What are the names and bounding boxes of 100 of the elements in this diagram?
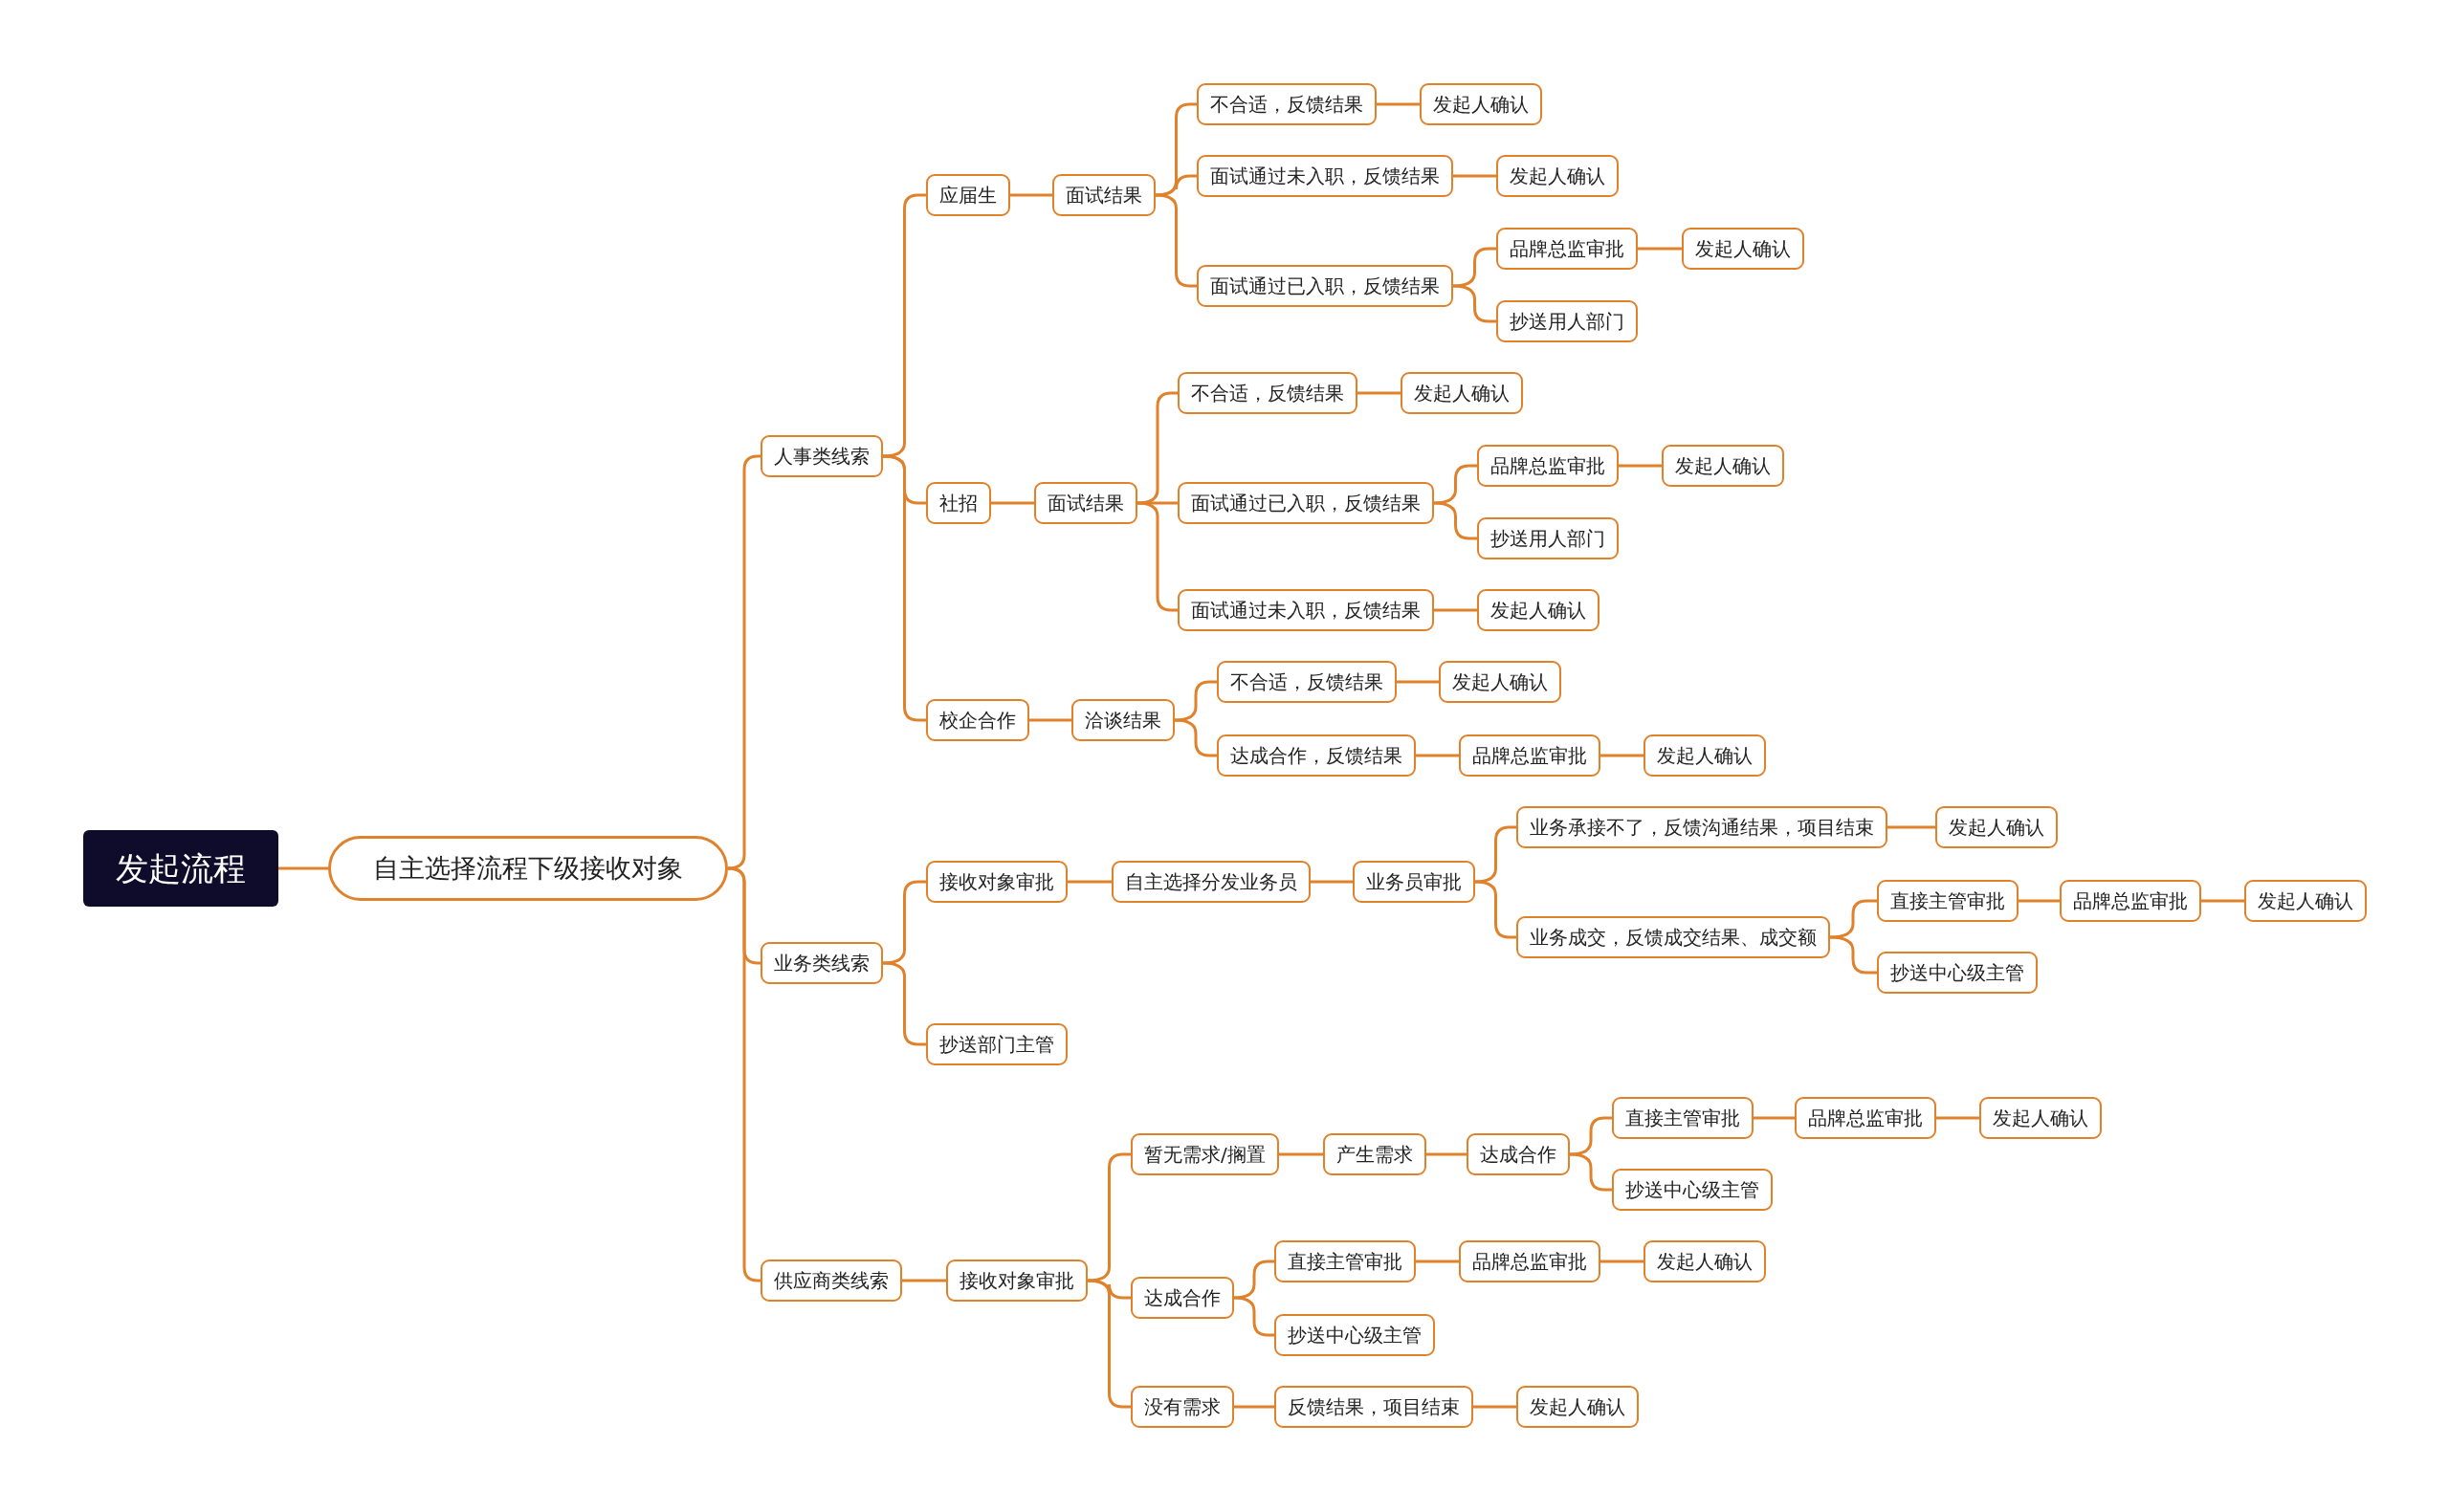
connector-line — [1068, 880, 1112, 884]
topic-box: 不合适，反馈结果 — [1216, 661, 1397, 704]
connector-line — [1087, 1152, 1131, 1282]
connector-line — [882, 193, 926, 458]
topic-box: 面试通过已入职，反馈结果 — [1178, 481, 1434, 524]
connector-line — [1453, 174, 1496, 178]
connector-line — [2019, 899, 2060, 903]
connector-line — [1416, 1260, 1459, 1263]
connector-line — [1829, 935, 1877, 975]
topic-box: 发起人确认 — [1438, 661, 1561, 704]
topic-box: 抄送部门主管 — [926, 1023, 1069, 1066]
connector-line — [1357, 391, 1401, 395]
topic-box: 洽谈结果 — [1071, 698, 1175, 741]
topic-box: 发起人确认 — [2244, 880, 2368, 923]
connector-line — [1887, 825, 1935, 829]
connector-line — [1233, 1296, 1274, 1337]
connector-line — [1087, 1279, 1131, 1409]
topic-box: 业务类线索 — [761, 942, 884, 985]
topic-box: 达成合作，反馈结果 — [1216, 734, 1416, 778]
connector-line — [1234, 1405, 1274, 1409]
topic-box: 产生需求 — [1322, 1132, 1426, 1175]
topic-box: 发起人确认 — [1401, 372, 1524, 415]
connector-line — [1433, 464, 1477, 505]
connector-line — [1754, 1116, 1795, 1120]
topic-box: 接收对象审批 — [926, 861, 1069, 904]
connector-line — [1155, 193, 1197, 288]
connector-line — [1377, 102, 1420, 106]
topic-box: 品牌总监审批 — [1458, 1240, 1600, 1283]
connector-line — [882, 454, 926, 722]
root-topic-box: 发起流程 — [82, 829, 278, 907]
connector-line — [1473, 1405, 1516, 1409]
topic-box: 不合适，反馈结果 — [1196, 83, 1377, 126]
connector-line — [1433, 501, 1477, 540]
topic-box: 发起人确认 — [1682, 227, 1805, 270]
connector-line — [882, 880, 926, 965]
topic-box: 面试结果 — [1033, 481, 1137, 524]
topic-box: 品牌总监审批 — [2060, 880, 2202, 923]
topic-box: 抄送中心级主管 — [1274, 1313, 1436, 1356]
connector-line — [1600, 1260, 1644, 1263]
connector-line — [1426, 1152, 1467, 1156]
connector-line — [1397, 680, 1439, 684]
topic-box: 业务成交，反馈成交结果、成交额 — [1516, 915, 1831, 958]
connector-line — [1029, 718, 1071, 722]
connector-line — [1452, 247, 1496, 288]
topic-box: 业务员审批 — [1352, 861, 1475, 904]
connector-line — [1829, 899, 1877, 939]
connector-line — [991, 501, 1034, 505]
topic-box: 供应商类线索 — [761, 1259, 903, 1302]
connector-line — [1174, 680, 1217, 722]
connector-line — [2201, 899, 2244, 903]
connector-line — [1619, 464, 1662, 468]
connector-line — [1233, 1260, 1274, 1300]
topic-box: 应届生 — [926, 174, 1011, 217]
topic-box: 接收对象审批 — [946, 1259, 1089, 1302]
topic-box: 直接主管审批 — [1274, 1240, 1417, 1283]
topic-box: 抄送中心级主管 — [1877, 952, 2039, 995]
topic-box: 发起人确认 — [1420, 83, 1543, 126]
topic-box: 反馈结果，项目结束 — [1274, 1386, 1474, 1428]
topic-box: 不合适，反馈结果 — [1178, 372, 1357, 415]
topic-box: 发起人确认 — [1643, 734, 1766, 778]
connector-line — [1569, 1116, 1612, 1156]
connector-line — [1174, 718, 1217, 757]
connector-line — [1136, 501, 1178, 612]
topic-box: 暂无需求/搁置 — [1131, 1132, 1279, 1175]
topic-box: 面试通过已入职，反馈结果 — [1196, 264, 1453, 307]
topic-box: 抄送用人部门 — [1477, 517, 1620, 560]
connector-line — [1155, 174, 1197, 197]
connector-line — [1279, 1152, 1323, 1156]
topic-box: 品牌总监审批 — [1496, 227, 1639, 270]
topic-box: 品牌总监审批 — [1458, 734, 1600, 778]
topic-box: 品牌总监审批 — [1477, 444, 1620, 487]
topic-box: 达成合作 — [1467, 1132, 1571, 1175]
connector-line — [882, 961, 926, 1046]
connector-line — [1416, 754, 1459, 757]
connector-line — [1600, 754, 1644, 757]
topic-box: 抄送中心级主管 — [1611, 1169, 1773, 1212]
connector-line — [1010, 193, 1052, 197]
topic-box: 面试通过未入职，反馈结果 — [1196, 155, 1453, 198]
topic-box: 没有需求 — [1131, 1386, 1235, 1428]
topic-box: 校企合作 — [926, 698, 1030, 741]
connector-line — [278, 866, 328, 870]
topic-box: 自主选择分发业务员 — [1112, 861, 1312, 904]
topic-box: 发起人确认 — [1934, 806, 2058, 849]
topic-box: 发起人确认 — [1496, 155, 1620, 198]
topic-box: 发起人确认 — [1662, 444, 1785, 487]
topic-box: 业务承接不了，反馈沟通结果，项目结束 — [1516, 806, 1888, 849]
topic-box: 达成合作 — [1131, 1276, 1235, 1319]
topic-box: 品牌总监审批 — [1794, 1096, 1936, 1139]
connector-line — [902, 1279, 946, 1282]
topic-box: 发起人确认 — [1477, 589, 1600, 632]
connector-line — [1569, 1152, 1612, 1192]
topic-box: 发起人确认 — [1516, 1386, 1640, 1428]
topic-box: 发起人确认 — [1643, 1240, 1766, 1283]
topic-box: 面试通过未入职，反馈结果 — [1178, 589, 1434, 632]
connector-line — [1136, 391, 1178, 505]
topic-box: 人事类线索 — [761, 434, 884, 477]
connector-line — [1638, 247, 1682, 251]
topic-box: 发起人确认 — [1978, 1096, 2102, 1139]
topic-box: 面试结果 — [1052, 174, 1157, 217]
topic-box: 直接主管审批 — [1611, 1096, 1754, 1139]
